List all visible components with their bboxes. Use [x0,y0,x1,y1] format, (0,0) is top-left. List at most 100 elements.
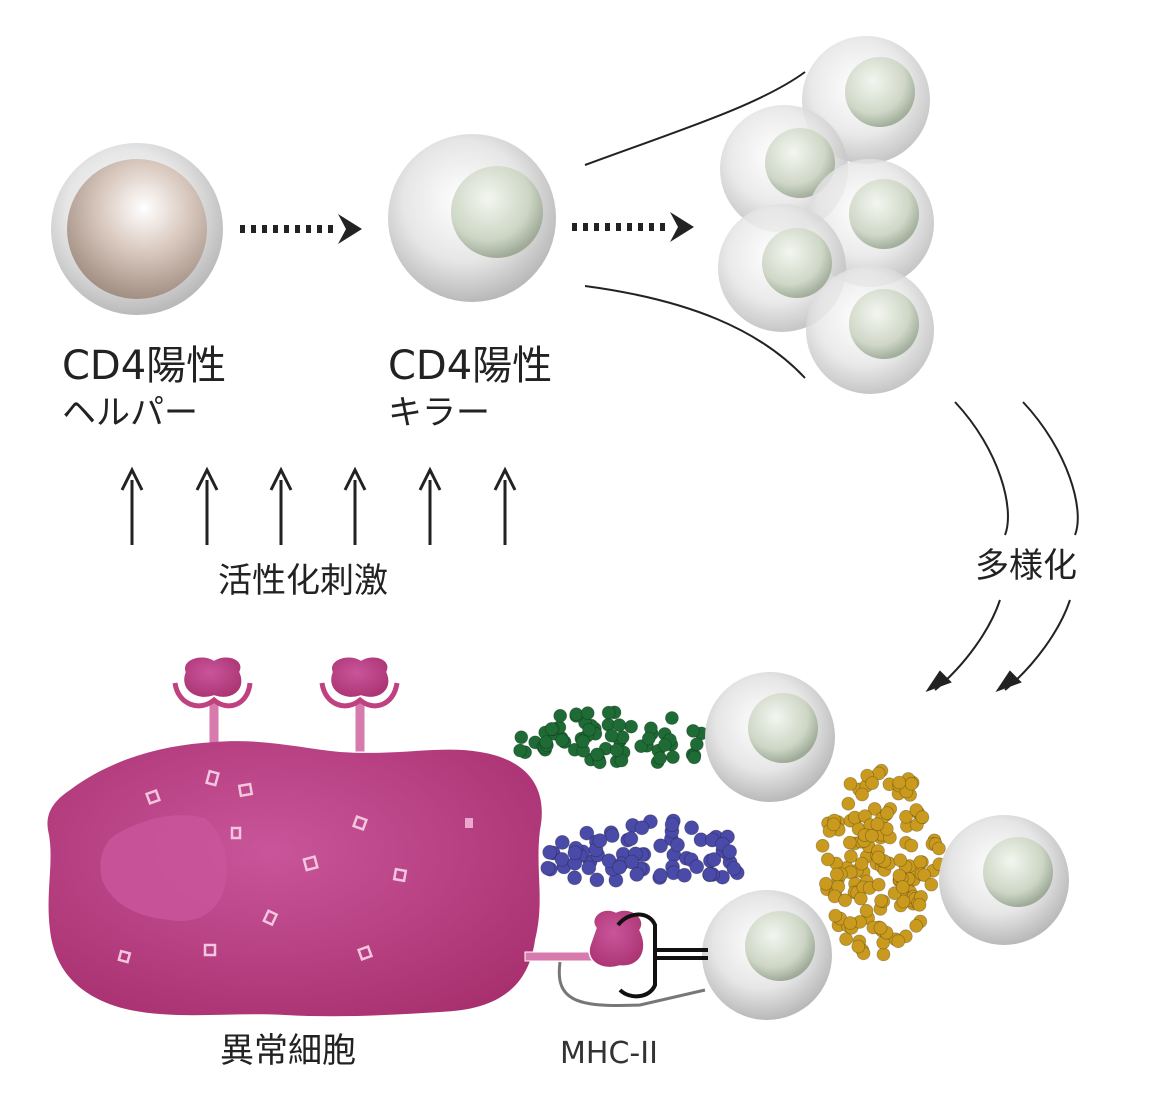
granule [917,868,932,882]
granule [892,868,907,883]
receptor-1 [172,656,253,746]
granule [876,947,891,962]
helper-label-line2: ヘルパー [62,393,198,433]
granule [706,852,722,867]
up-arrow-2 [195,466,219,545]
granule [569,707,584,722]
granule [579,825,595,841]
surface-receptors [172,656,400,753]
granule [891,934,906,949]
granule [880,806,894,820]
granule [623,831,639,847]
organelles [117,769,473,964]
granule [871,877,886,892]
granule [895,880,910,894]
gold-granules [815,763,947,962]
granule [893,853,908,868]
proliferation-lines [584,71,806,379]
granule [844,849,858,864]
granule [854,856,869,871]
granule [553,708,568,723]
granule [913,855,928,869]
granule [826,817,841,832]
granule [828,908,843,923]
granule [653,838,668,854]
granule [874,893,888,908]
granule [841,796,856,811]
granule [892,775,907,790]
diversification-label: 多様化 [975,546,1077,586]
granule [924,877,939,892]
granule [904,776,919,791]
granule [576,734,590,749]
granule [664,817,680,832]
granule [601,705,616,720]
proliferated-cells [718,36,934,394]
granule [554,835,570,850]
abnormal-cell [47,741,542,1017]
granule [843,777,858,791]
granule [592,833,608,848]
granule [624,719,638,734]
granule [686,724,700,738]
granule [899,809,913,824]
granule [590,747,604,762]
granule [612,718,627,732]
killer-label-line2: キラー [388,393,490,433]
granule [915,810,930,825]
granule [726,861,742,876]
granule [589,872,605,888]
abnormal-cell-label: 異常細胞 [220,1031,356,1071]
granule [855,787,869,802]
receptor-2 [319,656,400,753]
helper-label-line1: CD4陽性 [62,343,227,389]
granule [909,919,924,933]
granule [567,870,582,886]
granule [555,733,570,748]
granule [867,802,882,816]
granule [871,850,886,865]
granule [581,860,597,876]
granule [819,876,833,891]
granule [582,722,596,737]
granule [904,838,919,853]
killer-label-line1: CD4陽性 [388,343,553,389]
granule [666,750,680,764]
granule [684,820,699,836]
up-arrow-1 [120,466,144,545]
granule [544,722,559,736]
granule [677,867,692,883]
granule [870,817,885,832]
granule [658,738,672,752]
green-granules [513,705,709,770]
granule [653,867,668,883]
granule [653,751,667,766]
granule [722,844,737,859]
diversification-arrows [925,401,1079,692]
granule [853,891,868,906]
granule [629,867,645,882]
granule [843,916,858,930]
granule [539,735,554,749]
granule [829,867,844,882]
up-arrow-3 [269,466,293,545]
nucleus [100,815,227,921]
granule [839,932,853,946]
granule [604,828,620,843]
granule [670,837,685,853]
mhc-ii-complex [524,909,708,1008]
granule [580,706,595,720]
dotted-arrow-2 [572,212,694,242]
granule [873,921,888,935]
clone-cell-5 [806,266,934,394]
granule [912,898,927,912]
granule [624,854,640,870]
granule [604,728,619,743]
granule [687,750,702,765]
granule [540,860,556,876]
killer-cell [388,134,556,302]
granule [554,852,570,867]
granule [851,939,866,954]
activation-arrows [120,466,517,545]
up-arrow-5 [418,466,442,545]
